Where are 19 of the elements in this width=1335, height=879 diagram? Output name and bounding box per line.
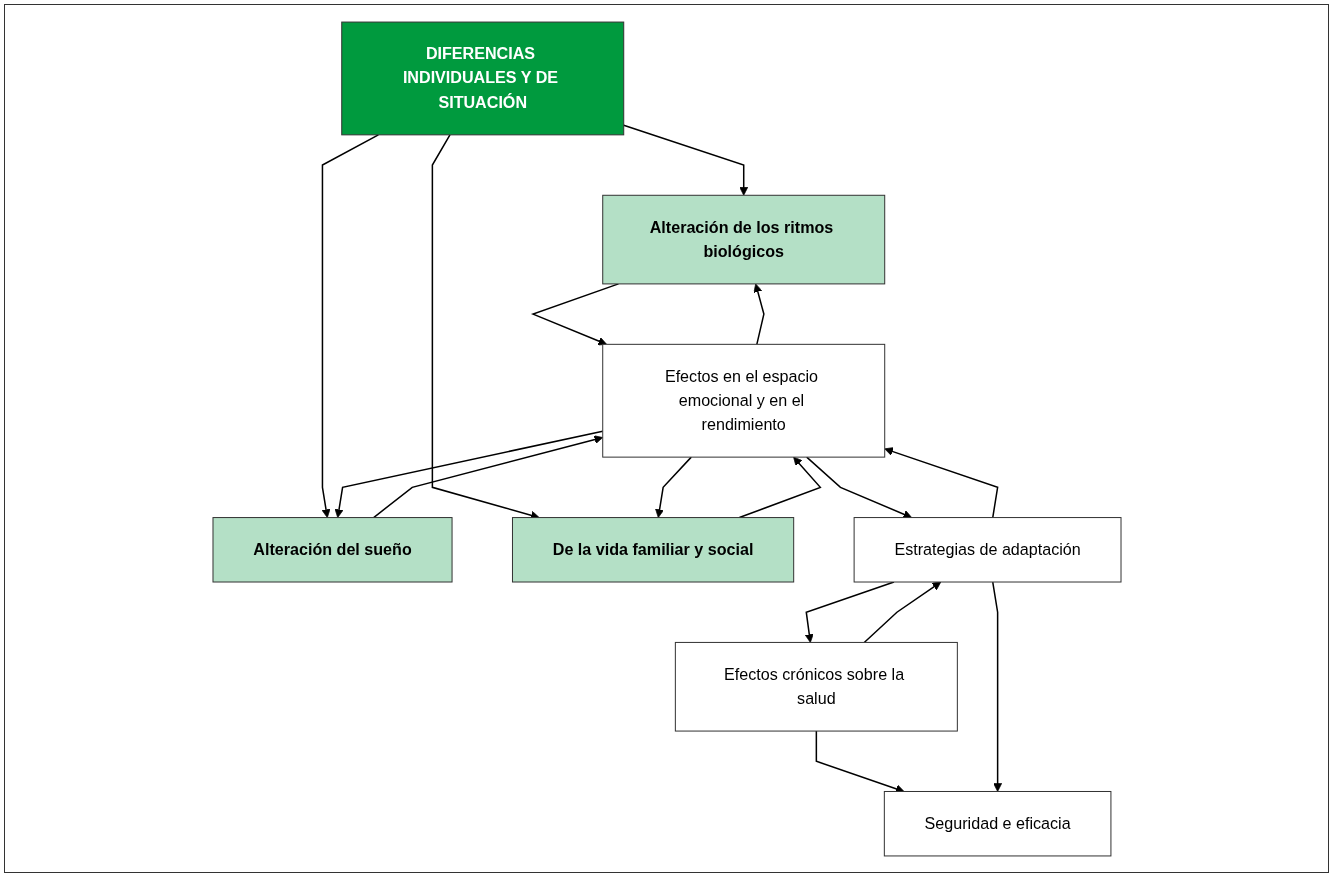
arrow: [804, 580, 895, 643]
arrow: [738, 456, 822, 518]
arrow: [321, 133, 379, 518]
node-box: Efectos en el espacio emocional y en el rendimiento: [601, 343, 885, 458]
arrow: [654, 455, 692, 518]
arrow: [334, 429, 603, 518]
node-box: De la vida familiar y social: [511, 516, 794, 582]
arrow: [372, 434, 603, 518]
arrow: [753, 283, 765, 345]
node-box: Estrategias de adaptación: [853, 516, 1121, 582]
node-box: Efectos crónicos sobre la salud: [674, 641, 958, 732]
node-box: Seguridad e eficacia: [883, 790, 1111, 856]
arrow: [991, 580, 1002, 792]
arrow: [863, 581, 941, 643]
arrow: [805, 455, 912, 518]
arrow: [530, 282, 619, 345]
node-box: Alteración del sueño: [212, 516, 453, 582]
node-box: DIFERENCIAS INDIVIDUALES Y DE SITUACIÓN: [340, 21, 624, 135]
node-box: Alteración de los ritmos biológicos: [601, 194, 885, 284]
